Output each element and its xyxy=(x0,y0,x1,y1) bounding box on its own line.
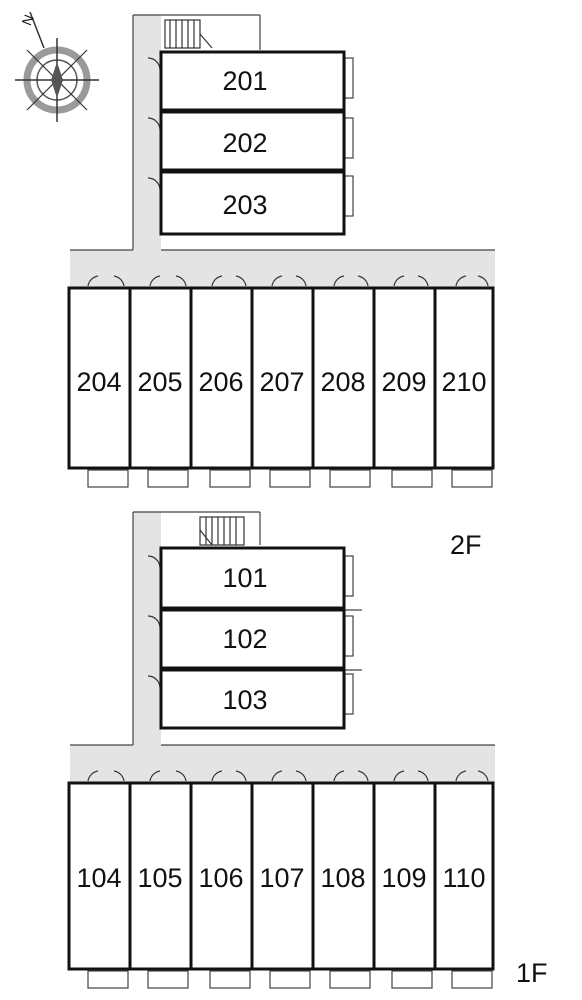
unit-201 xyxy=(159,50,346,112)
unit-107 xyxy=(250,781,315,971)
balconies-1f xyxy=(87,970,493,989)
unit-201-label: 201 xyxy=(222,66,267,96)
unit-105 xyxy=(128,781,193,971)
unit-203-label: 203 xyxy=(222,190,267,220)
unit-204-label: 204 xyxy=(76,367,121,397)
unit-101 xyxy=(159,546,346,610)
floor-1f: 101 102 103 104 105 106 107 108 109 110 xyxy=(67,511,495,989)
unit-208-label: 208 xyxy=(320,367,365,397)
unit-104-label: 104 xyxy=(76,863,121,893)
unit-203 xyxy=(159,170,346,236)
doors-2f-row xyxy=(87,275,489,287)
stairs-2f xyxy=(164,19,213,49)
unit-109 xyxy=(372,781,437,971)
unit-110 xyxy=(433,781,495,971)
unit-104 xyxy=(67,781,132,971)
compass-rose-icon: N xyxy=(15,11,99,122)
unit-109-label: 109 xyxy=(381,863,426,893)
unit-202-label: 202 xyxy=(222,128,267,158)
unit-206-label: 206 xyxy=(198,367,243,397)
doors-1f-row xyxy=(87,770,489,782)
unit-107-label: 107 xyxy=(259,863,304,893)
unit-209-label: 209 xyxy=(381,367,426,397)
compass-north-mark: N xyxy=(18,12,37,27)
unit-103-label: 103 xyxy=(222,685,267,715)
unit-102 xyxy=(159,608,346,670)
unit-102-label: 102 xyxy=(222,624,267,654)
unit-108-label: 108 xyxy=(320,863,365,893)
unit-210 xyxy=(433,286,495,470)
unit-106-label: 106 xyxy=(198,863,243,893)
unit-108 xyxy=(311,781,376,971)
unit-204 xyxy=(67,286,132,470)
unit-205-label: 205 xyxy=(137,367,182,397)
unit-101-label: 101 xyxy=(222,563,267,593)
unit-210-label: 210 xyxy=(441,367,486,397)
unit-202 xyxy=(159,110,346,172)
unit-209 xyxy=(372,286,437,470)
unit-110-label: 110 xyxy=(442,863,485,893)
floor-label-2f: 2F xyxy=(450,530,482,560)
balconies-2f xyxy=(87,469,493,488)
floor-label-1f: 1F xyxy=(516,958,548,988)
floor-2f: 201 202 203 204 205 206 207 208 209 210 xyxy=(67,14,495,488)
unit-103 xyxy=(159,668,346,730)
unit-207-label: 207 xyxy=(259,367,304,397)
unit-205 xyxy=(128,286,193,470)
unit-208 xyxy=(311,286,376,470)
stairs-1f xyxy=(199,516,245,546)
unit-105-label: 105 xyxy=(137,863,182,893)
